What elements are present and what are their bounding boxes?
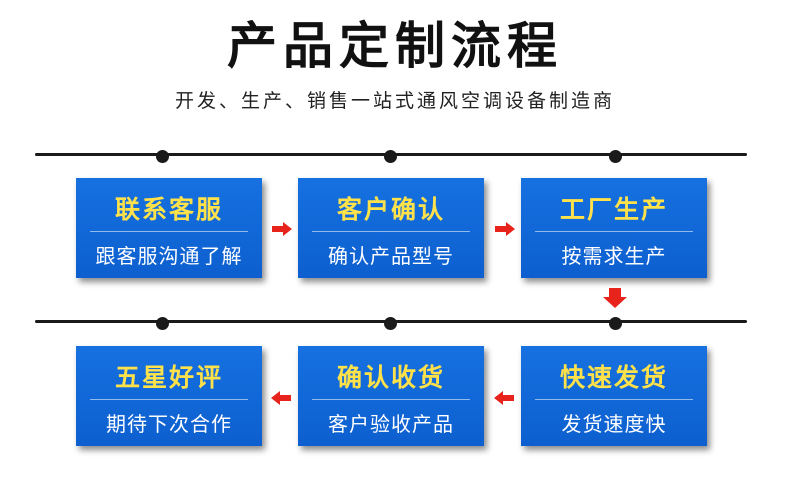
step-title: 确认收货 (336, 363, 445, 392)
step-desc: 发货速度快 (561, 412, 667, 436)
step-desc: 按需求生产 (561, 244, 667, 268)
step-desc: 跟客服沟通了解 (95, 244, 243, 268)
page-subtitle: 开发、生产、销售一站式通风空调设备制造商 (174, 90, 615, 112)
step-card-confirm: 客户确认 确认产品型号 (298, 178, 484, 278)
step-title: 工厂生产 (559, 195, 668, 224)
step-title: 五星好评 (114, 363, 223, 392)
step-title: 快速发货 (559, 363, 668, 392)
step-card-shipping: 快速发货 发货速度快 (521, 346, 707, 446)
timeline-top-dot-2 (383, 150, 397, 163)
step-divider (535, 399, 693, 400)
step-divider (312, 399, 470, 400)
step-card-contact: 联系客服 跟客服沟通了解 (76, 178, 262, 278)
arrow-right-icon (495, 222, 515, 236)
step-card-production: 工厂生产 按需求生产 (521, 178, 707, 278)
step-divider (90, 399, 248, 400)
step-divider (535, 231, 693, 232)
page-title: 产品定制流程 (227, 17, 563, 75)
step-divider (90, 231, 248, 232)
arrow-left-icon (494, 391, 514, 405)
arrow-down-icon (603, 288, 627, 308)
step-desc: 期待下次合作 (106, 412, 232, 436)
timeline-bottom-dot-3 (608, 317, 622, 330)
timeline-top-dot-3 (608, 150, 622, 163)
step-card-rating: 五星好评 期待下次合作 (76, 346, 262, 446)
timeline-bottom-dot-1 (155, 317, 169, 330)
arrow-right-icon (272, 222, 292, 236)
timeline-bottom-dot-2 (383, 317, 397, 330)
step-title: 联系客服 (114, 195, 223, 224)
step-desc: 客户验收产品 (328, 412, 454, 436)
timeline-top-dot-1 (155, 150, 169, 163)
step-card-receipt: 确认收货 客户验收产品 (298, 346, 484, 446)
step-desc: 确认产品型号 (328, 244, 454, 268)
arrow-left-icon (271, 391, 291, 405)
step-divider (312, 231, 470, 232)
step-title: 客户确认 (336, 195, 445, 224)
